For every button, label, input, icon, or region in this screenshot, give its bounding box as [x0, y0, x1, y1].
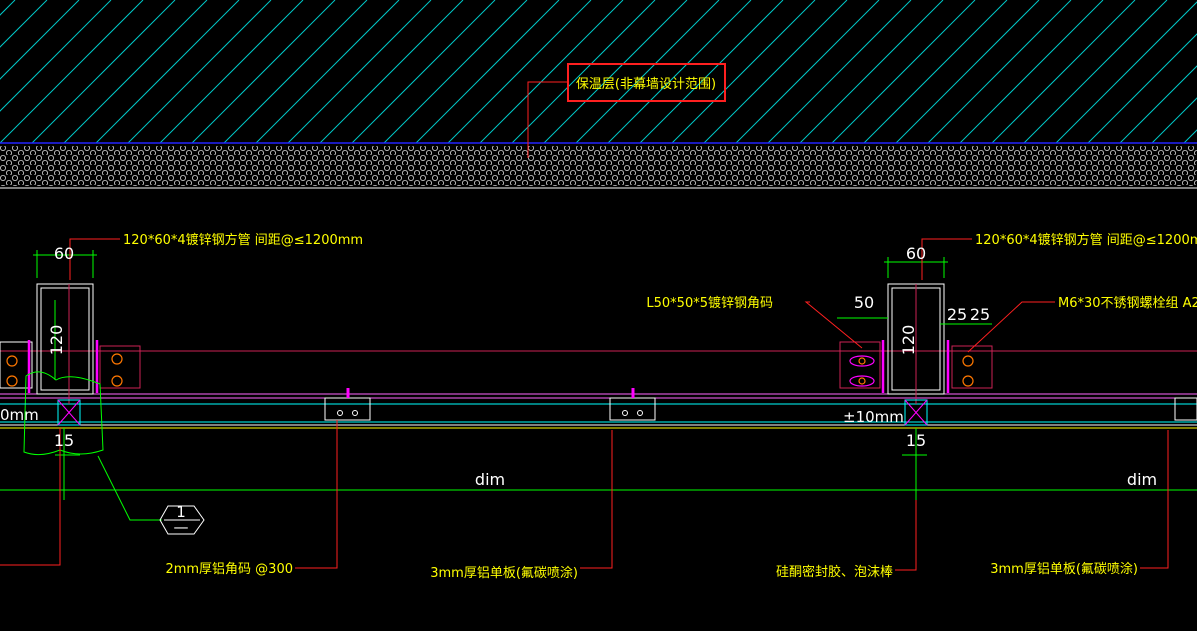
insulation-layer	[0, 142, 1197, 189]
hatch-line	[159, 0, 304, 143]
hatch-line	[351, 0, 496, 143]
hatch-line	[0, 0, 48, 48]
hatch-line	[703, 0, 848, 143]
dim-120-right: 120	[899, 325, 918, 356]
hatch-line	[319, 0, 464, 143]
dimension-lines	[0, 403, 927, 500]
dim-60-right: 60	[906, 244, 926, 263]
callout-number: 1	[176, 503, 186, 521]
dim-120-left: 120	[47, 325, 66, 356]
hatch-line	[0, 0, 80, 80]
hatch-line	[191, 0, 336, 143]
leader-lines	[0, 81, 1169, 571]
hatch-line	[479, 0, 624, 143]
sealant-joints	[23, 371, 928, 456]
panel-right-label: 3mm厚铝单板(氟碳喷涂)	[990, 561, 1138, 577]
hatch-line	[415, 0, 560, 143]
hatch-line	[31, 0, 176, 143]
hatch-line	[1119, 65, 1197, 143]
hatch-line	[1023, 0, 1168, 143]
hatch-line	[95, 0, 240, 143]
hatch-line	[863, 0, 1008, 143]
hatch-line	[447, 0, 592, 143]
alu-angle-label: 2mm厚铝角码 @300	[165, 562, 293, 577]
dim-15-right: 15	[906, 431, 926, 450]
steel-tube-left	[33, 250, 97, 404]
hatch-line	[255, 0, 400, 143]
dim-60-left: 60	[54, 244, 74, 263]
sealant-label: 硅酮密封胶、泡沫棒	[776, 564, 893, 580]
hatch-line	[959, 0, 1104, 143]
panel-left-label: 3mm厚铝单板(氟碳喷涂)	[430, 565, 578, 581]
dim-label-left: dim	[475, 470, 505, 489]
dim-15-left: 15	[54, 431, 74, 450]
hatch-line	[767, 0, 912, 143]
hatch-line	[927, 0, 1072, 143]
angle-code-label: L50*50*5镀锌钢角码	[646, 295, 773, 311]
hatch-line	[223, 0, 368, 143]
tolerance-left: 0mm	[0, 406, 39, 424]
hatch-line	[511, 0, 656, 143]
hatch-line	[735, 0, 880, 143]
hatch-line	[1151, 97, 1197, 143]
steel-tube-right	[837, 257, 992, 404]
detail-callout: 1 —	[97, 455, 205, 536]
bolt-group	[6, 353, 974, 387]
hatch-line	[1183, 129, 1197, 143]
angle-brackets	[0, 340, 993, 393]
dim-25-a: 25	[947, 305, 967, 324]
hatch-line	[543, 0, 688, 143]
tolerance-right: ±10mm	[843, 408, 904, 426]
hatch-line	[991, 0, 1136, 143]
hatch-line	[671, 0, 816, 143]
hatch-line	[1055, 1, 1197, 143]
aluminum-clips	[324, 388, 1197, 421]
dim-label-right: dim	[1127, 470, 1157, 489]
hatch-line	[895, 0, 1040, 143]
panel-lines	[0, 350, 1197, 491]
hatch-line	[63, 0, 208, 143]
hatch-line	[287, 0, 432, 143]
dim-25-b: 25	[970, 305, 990, 324]
hatch-line	[1087, 33, 1197, 143]
tube-left-label: 120*60*4镀锌钢方管 间距@≤1200mm	[123, 232, 363, 248]
insulation-label: 保温层(非幕墙设计范围)	[576, 77, 716, 92]
tube-right-label: 120*60*4镀锌钢方管 间距@≤1200mm	[975, 232, 1197, 248]
insulation-label-box	[567, 63, 726, 102]
hatch-line	[607, 0, 752, 143]
hatch-line	[0, 0, 112, 112]
hatch-line	[831, 0, 976, 143]
hatch-line	[383, 0, 528, 143]
hatch-line	[639, 0, 784, 143]
dim-50: 50	[854, 293, 874, 312]
hatch-line	[575, 0, 720, 143]
hatch-line	[799, 0, 944, 143]
wall-hatch	[0, 0, 1197, 143]
bolt-label: M6*30不锈钢螺栓组 A2	[1058, 296, 1197, 311]
hatch-line	[0, 0, 144, 143]
hatch-line	[127, 0, 272, 143]
callout-sub: —	[174, 518, 189, 536]
